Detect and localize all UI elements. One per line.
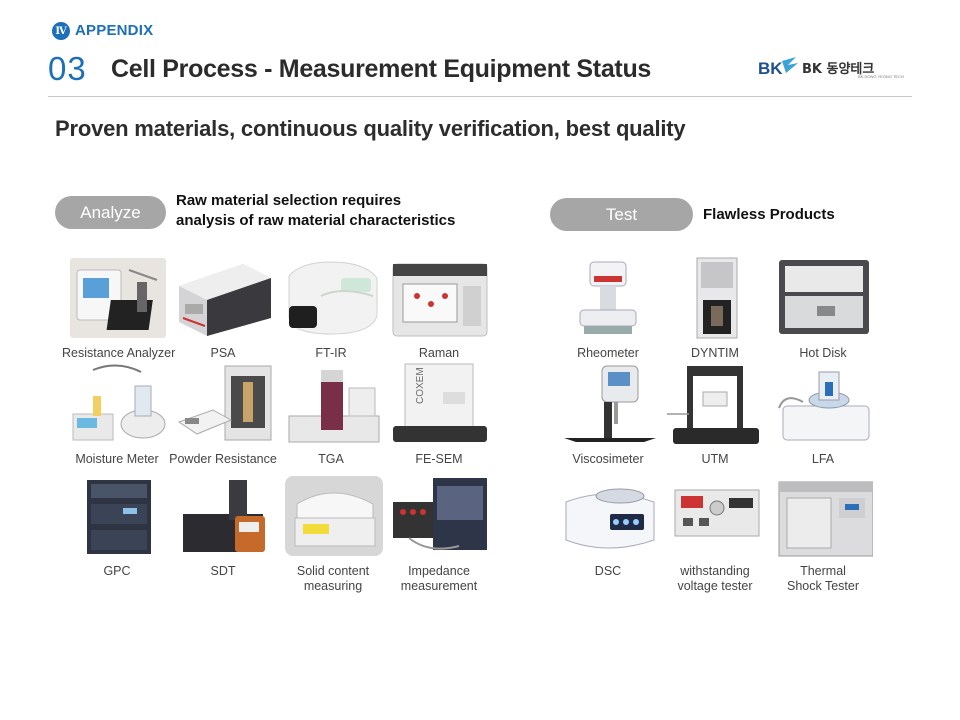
dsc-image [558, 474, 658, 558]
logo-text: BK 동양테크 [802, 62, 874, 77]
label-line1: withstanding [680, 564, 750, 578]
equipment-raman: Raman [384, 256, 494, 361]
equipment-withstanding-voltage-tester: withstanding voltage tester [660, 474, 770, 594]
equipment-label: Thermal Shock Tester [768, 564, 878, 594]
equipment-ft-ir: FT-IR [276, 256, 386, 361]
equipment-label: Viscosimeter [572, 452, 644, 466]
analyze-desc-line2: analysis of raw material characteristics [176, 212, 456, 229]
equipment-hot-disk: Hot Disk [768, 256, 878, 361]
label-line2: measurement [400, 579, 478, 593]
raman-image [389, 256, 489, 340]
resistance-analyzer-image [67, 256, 167, 340]
header-divider [48, 96, 912, 97]
equipment-label: LFA [811, 452, 835, 466]
equipment-tga: TGA [276, 362, 386, 467]
psa-image [173, 256, 273, 340]
utm-image [665, 362, 765, 446]
equipment-dsc: DSC [553, 474, 663, 579]
analyze-pill: Analyze [55, 196, 166, 229]
label-line2: voltage tester [677, 579, 753, 593]
equipment-label: Moisture Meter [75, 452, 159, 466]
label-line2: Shock Tester [786, 579, 860, 593]
equipment-label: Hot Disk [799, 346, 847, 360]
equipment-utm: UTM [660, 362, 770, 467]
equipment-label: Solid content measuring [278, 564, 388, 594]
equipment-gpc: GPC [62, 474, 172, 579]
hot-disk-image [773, 256, 873, 340]
equipment-label: Impedance measurement [384, 564, 494, 594]
label-line1: Thermal [800, 564, 846, 578]
moisture-meter-image [67, 362, 167, 446]
equipment-viscosimeter: Viscosimeter [553, 362, 663, 467]
equipment-psa: PSA [168, 256, 278, 361]
gpc-image [67, 474, 167, 558]
powder-resistance-image [173, 362, 273, 446]
equipment-moisture-meter: Moisture Meter [62, 362, 172, 467]
test-description: Flawless Products [703, 206, 835, 223]
solid-content-image [283, 474, 383, 558]
equipment-label: TGA [318, 452, 344, 466]
appendix-badge-icon: Ⅳ [52, 22, 70, 40]
equipment-sdt: SDT [168, 474, 278, 579]
equipment-label: withstanding voltage tester [660, 564, 770, 594]
equipment-label: PSA [210, 346, 236, 360]
equipment-label: SDT [210, 564, 236, 578]
label-line1: Solid content [296, 564, 370, 578]
equipment-label: Raman [418, 346, 460, 360]
svg-text:BK: BK [758, 59, 783, 78]
equipment-label: Rheometer [577, 346, 639, 360]
equipment-thermal-shock-tester: Thermal Shock Tester [768, 474, 878, 594]
fe-sem-image: COXEM [389, 362, 489, 446]
equipment-lfa: LFA [768, 362, 878, 467]
test-pill: Test [550, 198, 693, 231]
section-number: 03 [48, 50, 87, 87]
svg-text:COXEM: COXEM [415, 367, 426, 404]
equipment-dyntim: DYNTIM [660, 256, 770, 361]
ft-ir-image [281, 256, 381, 340]
viscosimeter-image [558, 362, 658, 446]
equipment-label: Powder Resistance [169, 452, 277, 466]
analyze-description: Raw material selection requires analysis… [176, 191, 506, 231]
tga-image [281, 362, 381, 446]
svg-text:BK DONG YEONG TECH: BK DONG YEONG TECH [858, 74, 904, 79]
lfa-image [773, 362, 873, 446]
equipment-label: UTM [701, 452, 729, 466]
thermal-shock-tester-image [773, 474, 873, 558]
equipment-label: Resistance Analyzer [62, 346, 176, 360]
equipment-label: FT-IR [315, 346, 347, 360]
equipment-fe-sem: COXEM FE-SEM [384, 362, 494, 467]
page-subtitle: Proven materials, continuous quality ver… [55, 116, 686, 141]
equipment-impedance: Impedance measurement [384, 474, 494, 594]
dyntim-image [665, 256, 765, 340]
impedance-image [389, 474, 489, 558]
analyze-desc-line1: Raw material selection requires [176, 192, 402, 209]
label-line2: measuring [303, 579, 363, 593]
equipment-rheometer: Rheometer [553, 256, 663, 361]
appendix-label: APPENDIX [75, 22, 154, 39]
equipment-label: FE-SEM [415, 452, 463, 466]
company-logo: BK BK 동양테크 BK DONG YEONG TECH [758, 55, 913, 81]
equipment-label: DYNTIM [691, 346, 739, 360]
equipment-label: DSC [594, 564, 622, 578]
page-title: Cell Process - Measurement Equipment Sta… [111, 55, 652, 83]
sdt-image [173, 474, 273, 558]
label-line1: Impedance [408, 564, 470, 578]
equipment-label: GPC [103, 564, 131, 578]
equipment-resistance-analyzer: Resistance Analyzer [62, 256, 176, 361]
equipment-powder-resistance: Powder Resistance [168, 362, 278, 467]
equipment-solid-content: Solid content measuring [278, 474, 388, 594]
rheometer-image [558, 256, 658, 340]
withstanding-voltage-tester-image [665, 474, 765, 558]
